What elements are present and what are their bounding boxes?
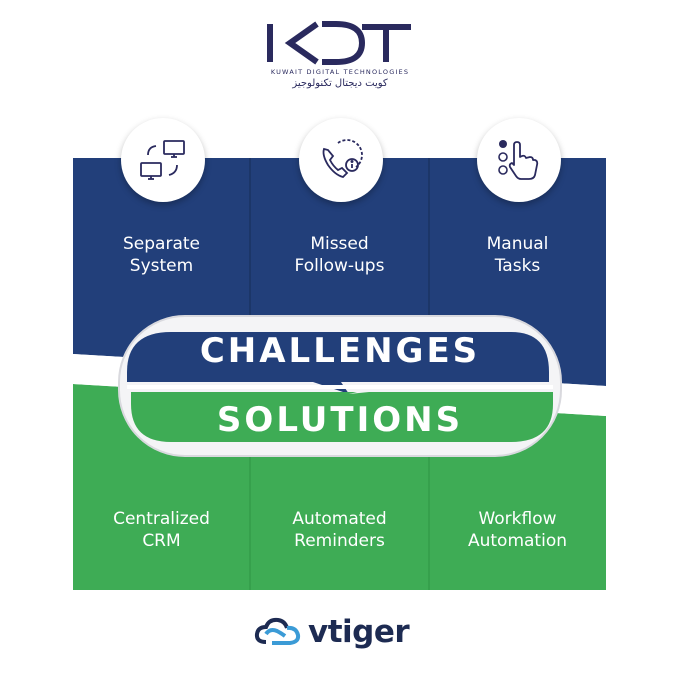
manual-tasks-icon-badge — [477, 118, 561, 202]
phone-info-icon — [322, 139, 363, 178]
challenge-label-separate-system: Separate System — [123, 234, 200, 276]
computers-sync-icon — [140, 140, 185, 180]
separate-system-icon-badge — [121, 118, 205, 202]
challenge-label-missed-follow-ups: Missed Follow-ups — [294, 234, 385, 276]
solution-label-centralized-crm: Centralized CRM — [113, 509, 210, 551]
kdt-tagline-ar: كويت ديجتال تكنولوجيز — [291, 78, 388, 89]
vtiger-logo: vtiger — [252, 614, 432, 654]
kdt-logo: KUWAIT DIGITAL TECHNOLOGIES كويت ديجتال … — [0, 0, 680, 110]
vtiger-wordmark: vtiger — [308, 614, 410, 650]
missed-follow-ups-icon-badge — [299, 118, 383, 202]
challenges-heading: CHALLENGES — [199, 331, 481, 371]
challenge-label-manual-tasks: Manual Tasks — [486, 234, 549, 276]
hand-tap-list-icon — [498, 140, 539, 180]
solution-label-workflow-automation: Workflow Automation — [467, 509, 567, 551]
kdt-tagline-en: KUWAIT DIGITAL TECHNOLOGIES — [271, 68, 409, 76]
solution-label-automated-reminders: Automated Reminders — [292, 509, 387, 551]
solutions-heading: SOLUTIONS — [216, 400, 464, 440]
challenges-solutions-pill: CHALLENGES SOLUTIONS — [117, 312, 563, 460]
cloud-icon — [254, 617, 301, 645]
